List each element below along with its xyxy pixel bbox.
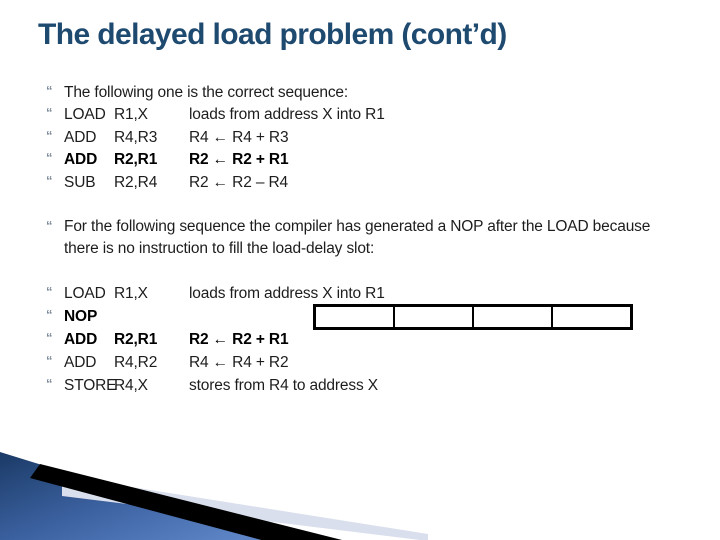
paragraph-row: “ For the following sequence the compile… bbox=[46, 216, 682, 259]
description: loads from address X into R1 bbox=[189, 106, 385, 124]
description: R2 ← R2 – R4 bbox=[189, 173, 288, 191]
mnemonic: NOP bbox=[64, 308, 98, 325]
instruction-row: “ ADD R4,R3 R4 ← R4 + R3 bbox=[46, 127, 385, 151]
mnemonic: ADD bbox=[64, 354, 97, 371]
blue-ribbon bbox=[0, 452, 284, 540]
quote-bullet-icon: “ bbox=[46, 83, 53, 98]
black-ribbon bbox=[30, 464, 343, 540]
mnemonic: LOAD bbox=[64, 106, 106, 124]
gray-ribbon bbox=[62, 476, 428, 540]
mnemonic: ADD bbox=[64, 331, 98, 348]
operands: R2,R4 bbox=[114, 173, 158, 191]
quote-bullet-icon: “ bbox=[46, 150, 53, 166]
instruction-row: “ ADD R2,R1 R2 ← R2 + R1 bbox=[46, 150, 385, 173]
mnemonic: ADD bbox=[64, 151, 98, 169]
instruction-row: “ LOAD R1,X loads from address X into R1 bbox=[46, 284, 385, 308]
intro-text: The following one is the correct sequenc… bbox=[64, 84, 349, 101]
instruction-row: “ NOP bbox=[46, 307, 385, 331]
quote-bullet-icon: “ bbox=[46, 172, 53, 188]
mnemonic: ADD bbox=[64, 128, 97, 146]
instruction-row: “ ADD R2,R1 R2 ← R2 + R1 bbox=[46, 330, 385, 354]
description: R4 ← R4 + R2 bbox=[189, 354, 289, 371]
quote-bullet-icon: “ bbox=[46, 105, 53, 121]
delay-slot-cell bbox=[395, 307, 474, 327]
description: loads from address X into R1 bbox=[189, 285, 385, 302]
page-title: The delayed load problem (cont’d) bbox=[38, 18, 507, 51]
delay-slot-cell bbox=[553, 307, 630, 327]
operands: R4,X bbox=[114, 377, 148, 394]
instruction-block-1: “ The following one is the correct seque… bbox=[46, 83, 385, 196]
description: R2 ← R2 + R1 bbox=[189, 151, 289, 169]
instruction-block-2: “ LOAD R1,X loads from address X into R1… bbox=[46, 284, 385, 400]
instruction-row: “ LOAD R1,X loads from address X into R1 bbox=[46, 105, 385, 128]
instruction-row: “ SUB R2,R4 R2 ← R2 – R4 bbox=[46, 172, 385, 196]
operands: R1,X bbox=[114, 285, 148, 302]
delay-slot-table bbox=[313, 304, 633, 330]
delay-slot-cell bbox=[316, 307, 395, 327]
description: stores from R4 to address X bbox=[189, 377, 378, 394]
description: R4 ← R4 + R3 bbox=[189, 128, 289, 146]
quote-bullet-icon: “ bbox=[46, 376, 53, 391]
quote-bullet-icon: “ bbox=[46, 353, 53, 368]
description: R2 ← R2 + R1 bbox=[189, 331, 289, 348]
delay-slot-cell bbox=[474, 307, 553, 327]
mnemonic: SUB bbox=[64, 173, 96, 191]
operands: R2,R1 bbox=[114, 331, 158, 348]
mnemonic: LOAD bbox=[64, 285, 106, 302]
intro-row: “ The following one is the correct seque… bbox=[46, 83, 385, 106]
instruction-row: “ ADD R4,R2 R4 ← R4 + R2 bbox=[46, 353, 385, 377]
quote-bullet-icon: “ bbox=[46, 307, 53, 322]
quote-bullet-icon: “ bbox=[46, 330, 53, 345]
instruction-row: “ STORE R4,X stores from R4 to address X bbox=[46, 376, 385, 400]
quote-bullet-icon: “ bbox=[46, 127, 53, 143]
corner-ribbons-decoration bbox=[0, 452, 428, 540]
operands: R4,R3 bbox=[114, 128, 158, 146]
quote-bullet-icon: “ bbox=[46, 218, 53, 233]
operands: R2,R1 bbox=[114, 151, 158, 169]
operands: R4,R2 bbox=[114, 354, 158, 371]
quote-bullet-icon: “ bbox=[46, 284, 53, 299]
mnemonic: STORE bbox=[64, 377, 117, 394]
paragraph-text: For the following sequence the compiler … bbox=[64, 218, 651, 257]
operands: R1,X bbox=[114, 106, 148, 124]
